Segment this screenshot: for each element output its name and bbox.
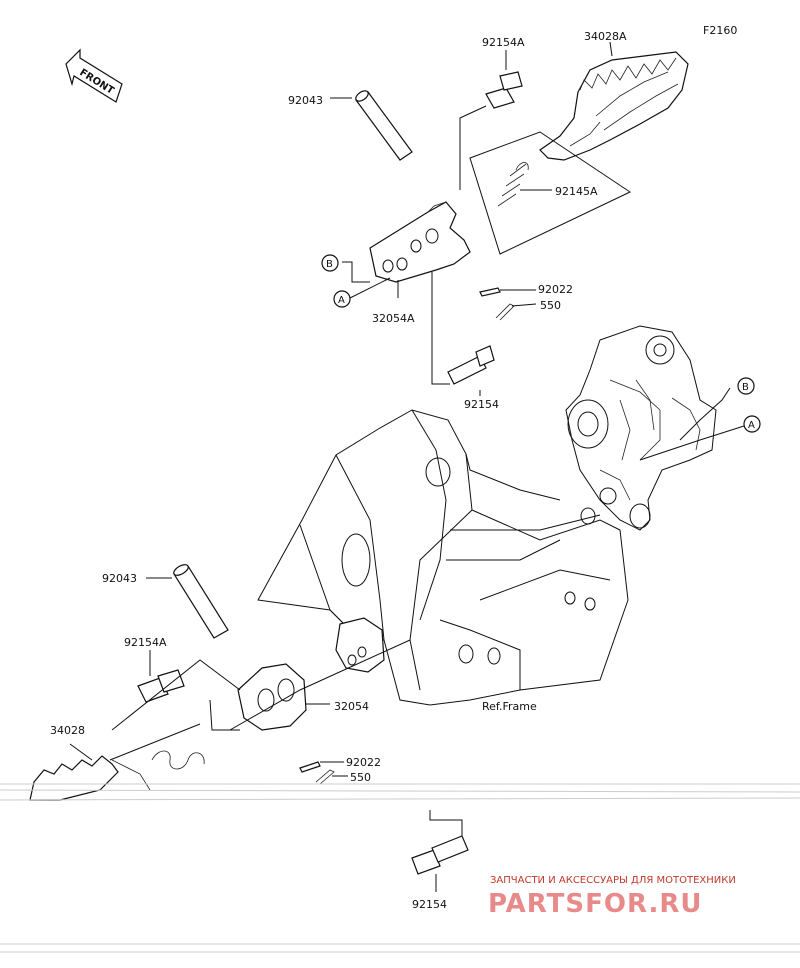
watermark-tagline: ЗАПЧАСТИ И АКСЕССУАРЫ ДЛЯ МОТОТЕХНИКИ	[490, 875, 736, 886]
callout-34028a: 34028A	[584, 30, 627, 43]
marker-a-left: A	[333, 290, 351, 308]
ref-frame-label: Ref.Frame	[482, 700, 537, 713]
callout-92043-lower: 92043	[102, 572, 137, 585]
callout-92154a-upper: 92154A	[482, 36, 525, 49]
callout-550-lower: 550	[350, 771, 371, 784]
callout-92022-upper: 92022	[538, 283, 573, 296]
callout-32054: 32054	[334, 700, 369, 713]
callout-92154-upper: 92154	[464, 398, 499, 411]
callout-32054a: 32054A	[372, 312, 415, 325]
callout-92022-lower: 92022	[346, 756, 381, 769]
callout-550-upper: 550	[540, 299, 561, 312]
svg-text:B: B	[326, 259, 333, 270]
callout-92154a-lower: 92154A	[124, 636, 167, 649]
upper-footpeg-assembly	[330, 41, 689, 396]
callout-92154-lower: 92154	[412, 898, 447, 911]
svg-text:A: A	[748, 420, 755, 431]
frame-drawing	[257, 325, 717, 706]
callout-92145a: 92145A	[555, 185, 598, 198]
marker-a-right: A	[743, 415, 761, 433]
watermark-brand: PARTSFOR.RU	[488, 889, 702, 919]
svg-text:B: B	[742, 382, 749, 393]
lower-footpeg-assembly	[29, 564, 469, 892]
svg-text:A: A	[338, 295, 345, 306]
scan-band	[0, 783, 800, 953]
front-arrow-icon: FRONT	[65, 48, 123, 103]
figure-code: F2160	[703, 24, 737, 37]
marker-b-right: B	[737, 377, 755, 395]
reference-lines	[639, 387, 745, 461]
callout-92043-upper: 92043	[288, 94, 323, 107]
callout-34028: 34028	[50, 724, 85, 737]
marker-b-left: B	[321, 254, 339, 272]
